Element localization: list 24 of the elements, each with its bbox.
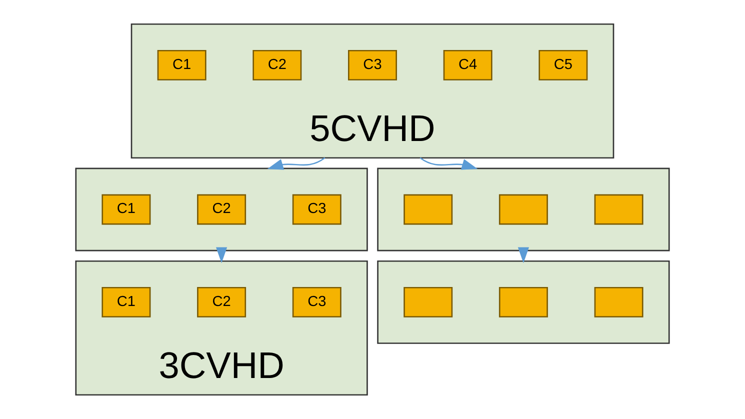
node-box: C3 xyxy=(292,194,342,225)
arrow xyxy=(518,247,530,264)
arrow xyxy=(216,247,228,264)
cluster xyxy=(377,260,670,344)
node-box xyxy=(498,286,548,318)
node-box: C3 xyxy=(348,50,397,80)
node-box xyxy=(404,194,453,225)
node-box: C1 xyxy=(157,50,206,80)
cluster xyxy=(377,168,670,252)
node-box: C2 xyxy=(197,286,246,318)
arrow xyxy=(420,157,478,170)
node-box xyxy=(404,286,453,318)
cluster xyxy=(75,168,368,252)
node-box: C2 xyxy=(252,50,302,80)
node-box: C4 xyxy=(443,50,492,80)
node-box xyxy=(594,286,644,318)
arrow xyxy=(267,157,326,170)
node-box: C5 xyxy=(538,50,588,80)
node-box: C1 xyxy=(102,286,151,318)
node-box: C1 xyxy=(102,194,151,225)
node-box: C2 xyxy=(197,194,246,225)
node-box xyxy=(594,194,644,225)
node-box xyxy=(498,194,548,225)
node-box: C3 xyxy=(292,286,342,318)
